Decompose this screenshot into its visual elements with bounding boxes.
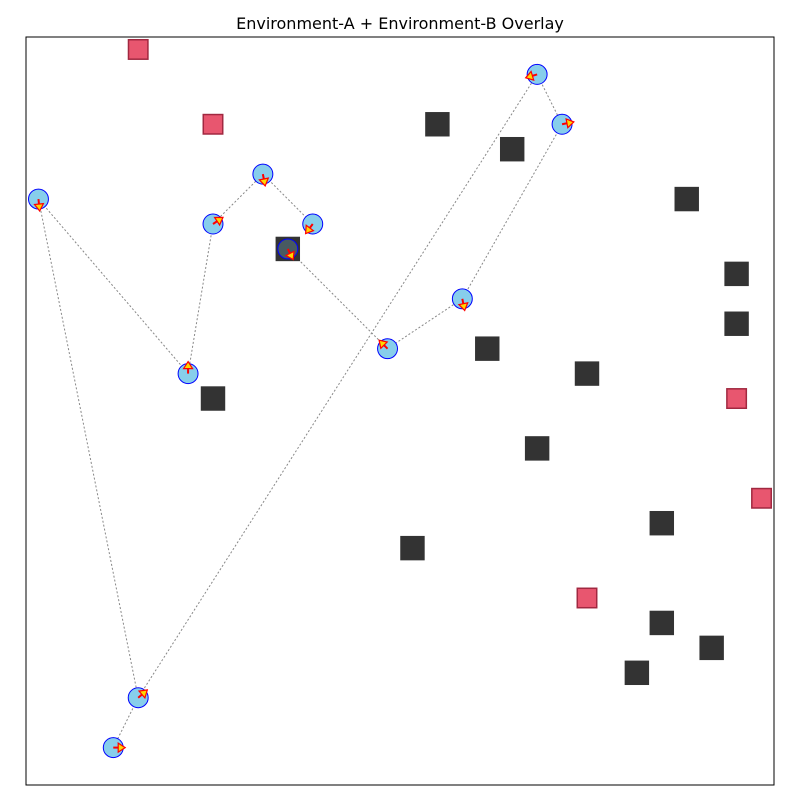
obstacle-cell [475, 336, 500, 361]
obstacle-cell [499, 136, 525, 162]
heading-arrow [383, 344, 389, 350]
goal-marker [202, 113, 224, 135]
heading-arrow [261, 173, 265, 180]
obstacle-cell [674, 186, 699, 212]
heading-arrow [561, 122, 568, 126]
heading-arrowhead [33, 202, 45, 213]
obstacle-cell [524, 436, 550, 461]
heading-arrowhead [137, 689, 149, 700]
obstacle-cell [649, 510, 675, 536]
chart-title: Environment-A + Environment-B Overlay [236, 14, 564, 33]
obstacle-cell [699, 635, 724, 661]
heading-arrowhead [117, 742, 127, 754]
heading-arrow [212, 220, 218, 225]
heading-arrow [137, 693, 143, 699]
obstacle-cell [400, 535, 425, 561]
heading-arrowhead [378, 339, 389, 350]
obstacle-cell [200, 386, 226, 411]
goal-marker [127, 38, 149, 60]
obstacle-cell [574, 361, 600, 386]
agents-layer [27, 63, 575, 759]
heading-arrow [308, 223, 314, 229]
heading-arrowhead [565, 117, 575, 129]
heading-arrow [286, 248, 291, 254]
obstacle-cell [624, 660, 650, 686]
goal-marker [576, 587, 598, 609]
obstacle-cell [425, 112, 450, 137]
goal-marker [751, 487, 773, 509]
obstacles-layer [200, 112, 749, 686]
heading-arrowhead [284, 250, 295, 261]
obstacle-cell [724, 261, 749, 287]
heading-arrowhead [304, 224, 315, 235]
heading-arrowhead [524, 70, 535, 81]
goal-marker [726, 388, 748, 410]
plot-frame [25, 36, 775, 786]
heading-arrowhead [182, 360, 194, 370]
goals-layer [127, 38, 773, 609]
heading-arrow [532, 73, 538, 77]
obstacle-cell [724, 311, 749, 336]
heading-arrowhead [258, 177, 270, 187]
heading-arrowhead [213, 216, 224, 227]
obstacle-cell [649, 610, 675, 636]
heading-arrowhead [457, 301, 469, 312]
heading-arrow [461, 298, 465, 304]
